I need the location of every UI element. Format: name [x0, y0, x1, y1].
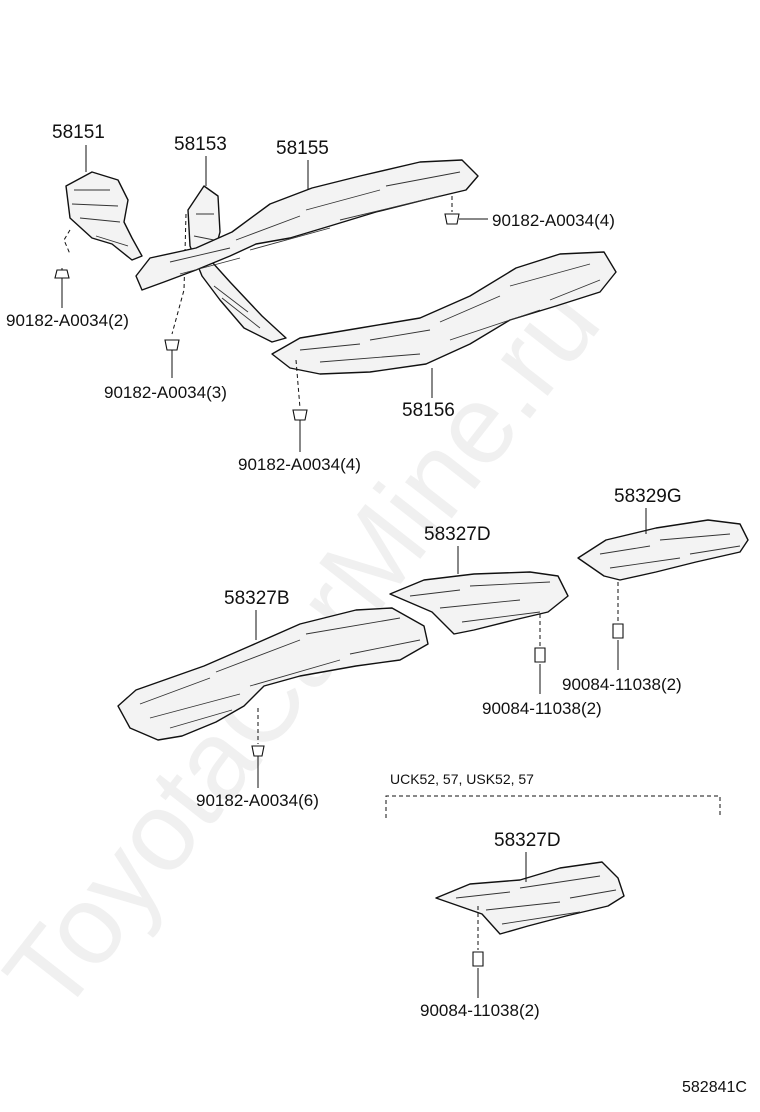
dash-58151 — [63, 229, 71, 255]
label-fastener-2: 90182-A0034(4) — [492, 211, 615, 230]
bolt-f5[interactable] — [612, 623, 624, 639]
label-58329G: 58329G — [614, 486, 682, 507]
label-58155: 58155 — [276, 138, 329, 159]
label-fastener-4: 90182-A0034(4) — [238, 455, 361, 474]
label-58153: 58153 — [174, 134, 227, 155]
part-58327D-alt-shape[interactable] — [435, 861, 625, 935]
label-fastener-7: 90182-A0034(6) — [196, 791, 319, 810]
bolt-f8[interactable] — [472, 951, 484, 967]
dash-58156 — [295, 359, 301, 409]
label-fastener-1: 90182-A0034(2) — [6, 311, 129, 330]
part-58327B-shape[interactable] — [117, 607, 429, 741]
part-58156-shape[interactable] — [271, 251, 617, 375]
label-fastener-3: 90182-A0034(3) — [104, 383, 227, 402]
dash-58153 — [171, 213, 187, 335]
label-58156: 58156 — [402, 400, 455, 421]
label-fastener-6: 90084-11038(2) — [482, 699, 602, 718]
label-fastener-8: 90084-11038(2) — [420, 1001, 540, 1020]
part-58153-shape[interactable] — [187, 185, 287, 343]
label-58327B: 58327B — [224, 588, 290, 609]
part-58329G-shape[interactable] — [577, 519, 749, 581]
clip-f2[interactable] — [444, 213, 460, 225]
part-58327D-shape[interactable] — [389, 571, 569, 635]
part-58151-shape[interactable] — [65, 171, 143, 261]
bolt-f6[interactable] — [534, 647, 546, 663]
clip-f1[interactable] — [54, 269, 70, 279]
clip-f4[interactable] — [292, 409, 308, 421]
variant-bracket — [385, 795, 721, 818]
variant-note: UCK52, 57, USK52, 57 — [390, 771, 534, 787]
diagram-code: 582841C — [682, 1079, 747, 1096]
part-58155-shape[interactable] — [135, 159, 479, 291]
label-58327D: 58327D — [424, 524, 491, 545]
label-58151: 58151 — [52, 122, 105, 143]
label-58327D-alt: 58327D — [494, 830, 561, 851]
clip-f3[interactable] — [164, 339, 180, 351]
clip-f7[interactable] — [251, 745, 265, 757]
label-fastener-5: 90084-11038(2) — [562, 675, 682, 694]
